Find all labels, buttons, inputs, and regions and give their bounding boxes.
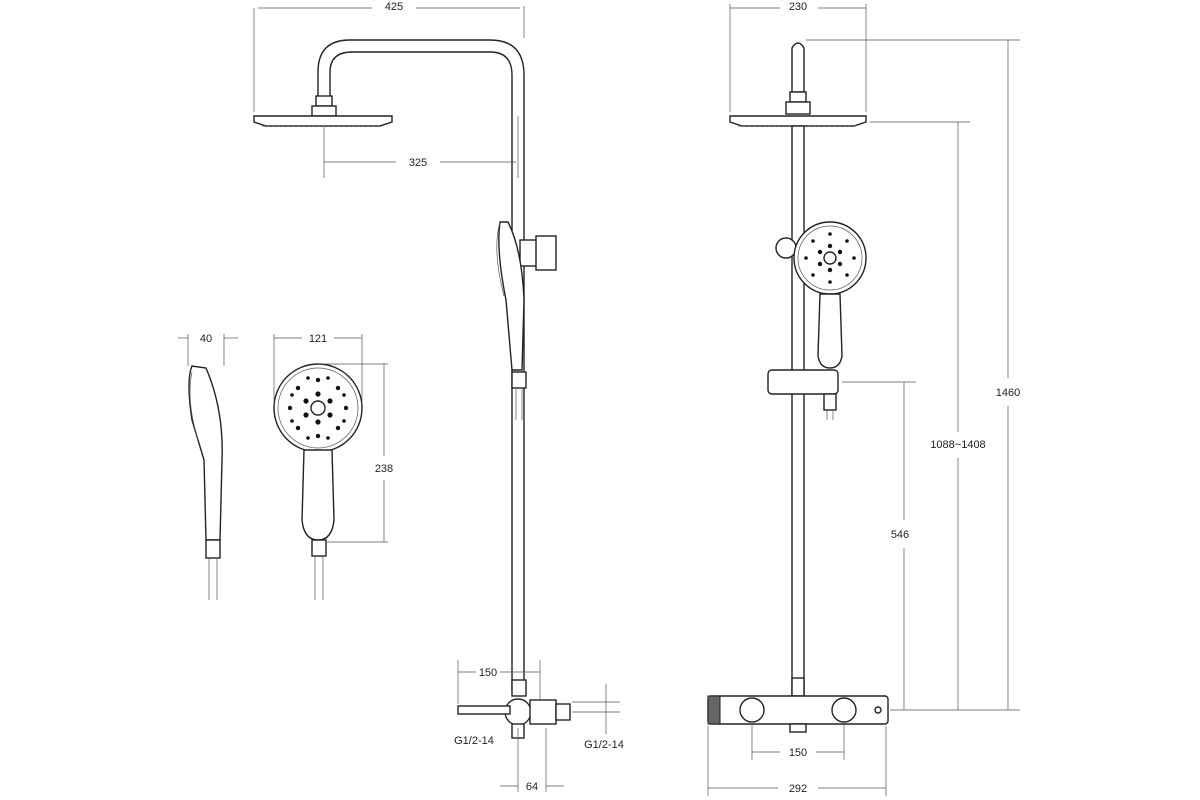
dim-slider-height: 546 — [891, 529, 909, 541]
dim-wall-offset: 64 — [526, 781, 538, 793]
dim-mixer-width: 292 — [789, 783, 807, 795]
dim-arm-projection: 325 — [409, 157, 427, 169]
label-inlet-thread-right: G1/2-14 — [584, 739, 624, 751]
front-view: 230 1460 1088~1408 546 150 292 — [707, 1, 1020, 796]
dim-adjustable-height: 1088~1408 — [930, 439, 985, 451]
dim-total-height: 1460 — [996, 387, 1020, 399]
front-handshower-nozzles — [804, 232, 856, 284]
handshower-detail: 40 121 238 — [178, 333, 393, 600]
dim-handshower-depth: 40 — [200, 333, 212, 345]
dim-head-diameter-side: 230 — [789, 1, 807, 13]
side-view: 425 325 150 G1/2-14 G1/2-14 64 — [253, 1, 624, 793]
dim-handshower-diameter: 121 — [309, 333, 327, 345]
handshower-nozzles — [287, 376, 349, 440]
label-inlet-thread-left: G1/2-14 — [454, 735, 494, 747]
dim-head-arm-width: 425 — [385, 1, 403, 13]
dim-inlet-spacing-front: 150 — [789, 747, 807, 759]
dim-handshower-length: 238 — [375, 463, 393, 475]
dim-inlet-spacing-side: 150 — [479, 667, 497, 679]
